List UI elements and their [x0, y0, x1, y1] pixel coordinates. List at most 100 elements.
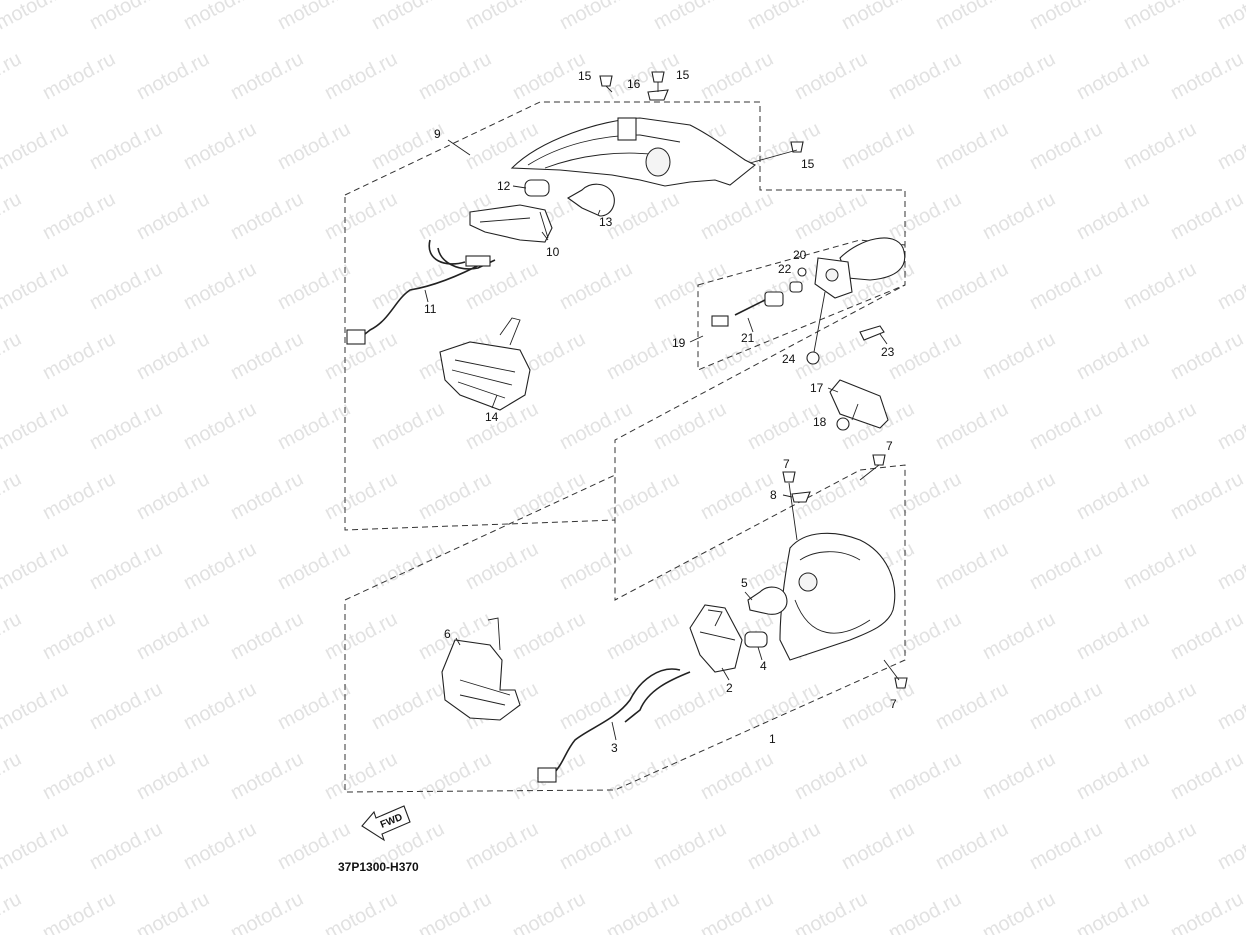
watermark-text: motod.ru — [133, 888, 213, 935]
leader-10 — [541, 231, 549, 241]
watermark-text: motod.ru — [791, 888, 871, 935]
watermark-text: motod.ru — [39, 48, 119, 104]
part-21-terminal — [711, 315, 729, 327]
watermark-text: motod.ru — [180, 398, 260, 454]
part-1-housing-inner — [794, 551, 871, 634]
watermark-text: motod.ru — [885, 48, 965, 104]
watermark-text: motod.ru — [274, 538, 354, 594]
watermark-text: motod.ru — [462, 0, 542, 34]
watermark-text: motod.ru — [133, 608, 213, 664]
part-11-wire-harness-2 — [437, 247, 496, 270]
watermark-text: motod.ru — [133, 188, 213, 244]
watermark-text: motod.ru — [979, 188, 1059, 244]
watermark-text: motod.ru — [180, 678, 260, 734]
watermark-text: motod.ru — [368, 398, 448, 454]
watermark-text: motod.ru — [932, 538, 1012, 594]
watermark-text: motod.ru — [415, 468, 495, 524]
watermark-text: motod.ru — [180, 258, 260, 314]
watermark-text: motod.ru — [180, 818, 260, 874]
callout-14: 14 — [485, 410, 499, 424]
watermark-text: motod.ru — [932, 678, 1012, 734]
leader-5 — [744, 591, 753, 601]
watermark-text: motod.ru — [697, 48, 777, 104]
watermark-text: motod.ru — [86, 118, 166, 174]
watermark-text: motod.ru — [697, 748, 777, 804]
watermark-text: motod.ru — [1026, 818, 1106, 874]
leader-19 — [689, 335, 704, 343]
part-3-wire-harness — [551, 668, 681, 776]
callout-23: 23 — [881, 345, 895, 359]
boundary-bulb-socket-group — [697, 239, 906, 371]
part-lens-base-hole — [825, 268, 839, 282]
watermark-text: motod.ru — [1120, 0, 1200, 34]
part-13-bulb — [566, 183, 615, 217]
watermark-text: motod.ru — [1214, 678, 1246, 734]
watermark-text: motod.ru — [979, 608, 1059, 664]
leader-8 — [782, 494, 793, 498]
watermark-text: motod.ru — [227, 48, 307, 104]
leader-23 — [879, 333, 888, 345]
watermark-text: motod.ru — [697, 328, 777, 384]
watermark-text: motod.ru — [885, 748, 965, 804]
leader-7b — [859, 464, 880, 481]
callout-11: 11 — [424, 302, 437, 316]
callout-12: 12 — [497, 179, 511, 193]
watermark-text: motod.ru — [86, 678, 166, 734]
watermark-text: motod.ru — [321, 748, 401, 804]
watermark-text: motod.ru — [321, 188, 401, 244]
callout-15a: 15 — [578, 69, 592, 83]
callout-16: 16 — [627, 77, 641, 91]
part-16-clip — [647, 89, 669, 101]
watermark-text: motod.ru — [86, 398, 166, 454]
watermark-text: motod.ru — [1026, 398, 1106, 454]
lower-assembly-parts — [441, 454, 908, 783]
callout-7b: 7 — [886, 439, 893, 453]
watermark-text: motod.ru — [932, 818, 1012, 874]
watermark-text: motod.ru — [509, 608, 589, 664]
leader-17 — [827, 387, 839, 393]
part-15-screw-c — [790, 141, 804, 153]
watermark-text: motod.ru — [1214, 258, 1246, 314]
leader-3 — [611, 721, 617, 741]
part-12-bulb — [524, 179, 550, 197]
assembly-boundaries — [344, 101, 906, 793]
watermark-text: motod.ru — [227, 188, 307, 244]
watermark-text: motod.ru — [603, 188, 683, 244]
diagram-code: 37P1300-H370 — [338, 860, 419, 874]
watermark-text: motod.ru — [39, 468, 119, 524]
watermark-text: motod.ru — [744, 0, 824, 34]
callout-20: 20 — [793, 248, 807, 262]
watermark-text: motod.ru — [650, 818, 730, 874]
part-11-wire-harness — [359, 239, 486, 339]
watermark-text: motod.ru — [0, 118, 72, 174]
watermark-text: motod.ru — [1026, 258, 1106, 314]
part-6-cover — [441, 639, 521, 721]
watermark-text: motod.ru — [274, 258, 354, 314]
watermark-text: motod.ru — [932, 0, 1012, 34]
watermark-text: motod.ru — [885, 888, 965, 935]
watermark-text: motod.ru — [744, 818, 824, 874]
part-8-clip — [791, 491, 811, 503]
part-5-bulb — [747, 586, 788, 615]
watermark-text: motod.ru — [603, 48, 683, 104]
part-23-bolt — [859, 325, 885, 341]
watermark-text: motod.ru — [885, 468, 965, 524]
part-9-bracket — [617, 117, 637, 141]
part-11-plug — [465, 255, 491, 267]
watermark-text: motod.ru — [650, 538, 730, 594]
watermark-text: motod.ru — [368, 678, 448, 734]
watermark-text: motod.ru — [86, 0, 166, 34]
watermark-text: motod.ru — [1120, 678, 1200, 734]
part-10-socket — [469, 204, 553, 243]
watermark-text: motod.ru — [1167, 48, 1246, 104]
watermark-text: motod.ru — [1073, 188, 1153, 244]
watermark-text: motod.ru — [1120, 818, 1200, 874]
watermark-text: motod.ru — [133, 48, 213, 104]
callout-1: 1 — [769, 732, 776, 746]
watermark-text: motod.ru — [86, 258, 166, 314]
watermark-text: motod.ru — [0, 0, 72, 34]
watermark-text: motod.ru — [321, 48, 401, 104]
part-2-socket-detail — [699, 609, 736, 641]
watermark-text: motod.ru — [556, 258, 636, 314]
